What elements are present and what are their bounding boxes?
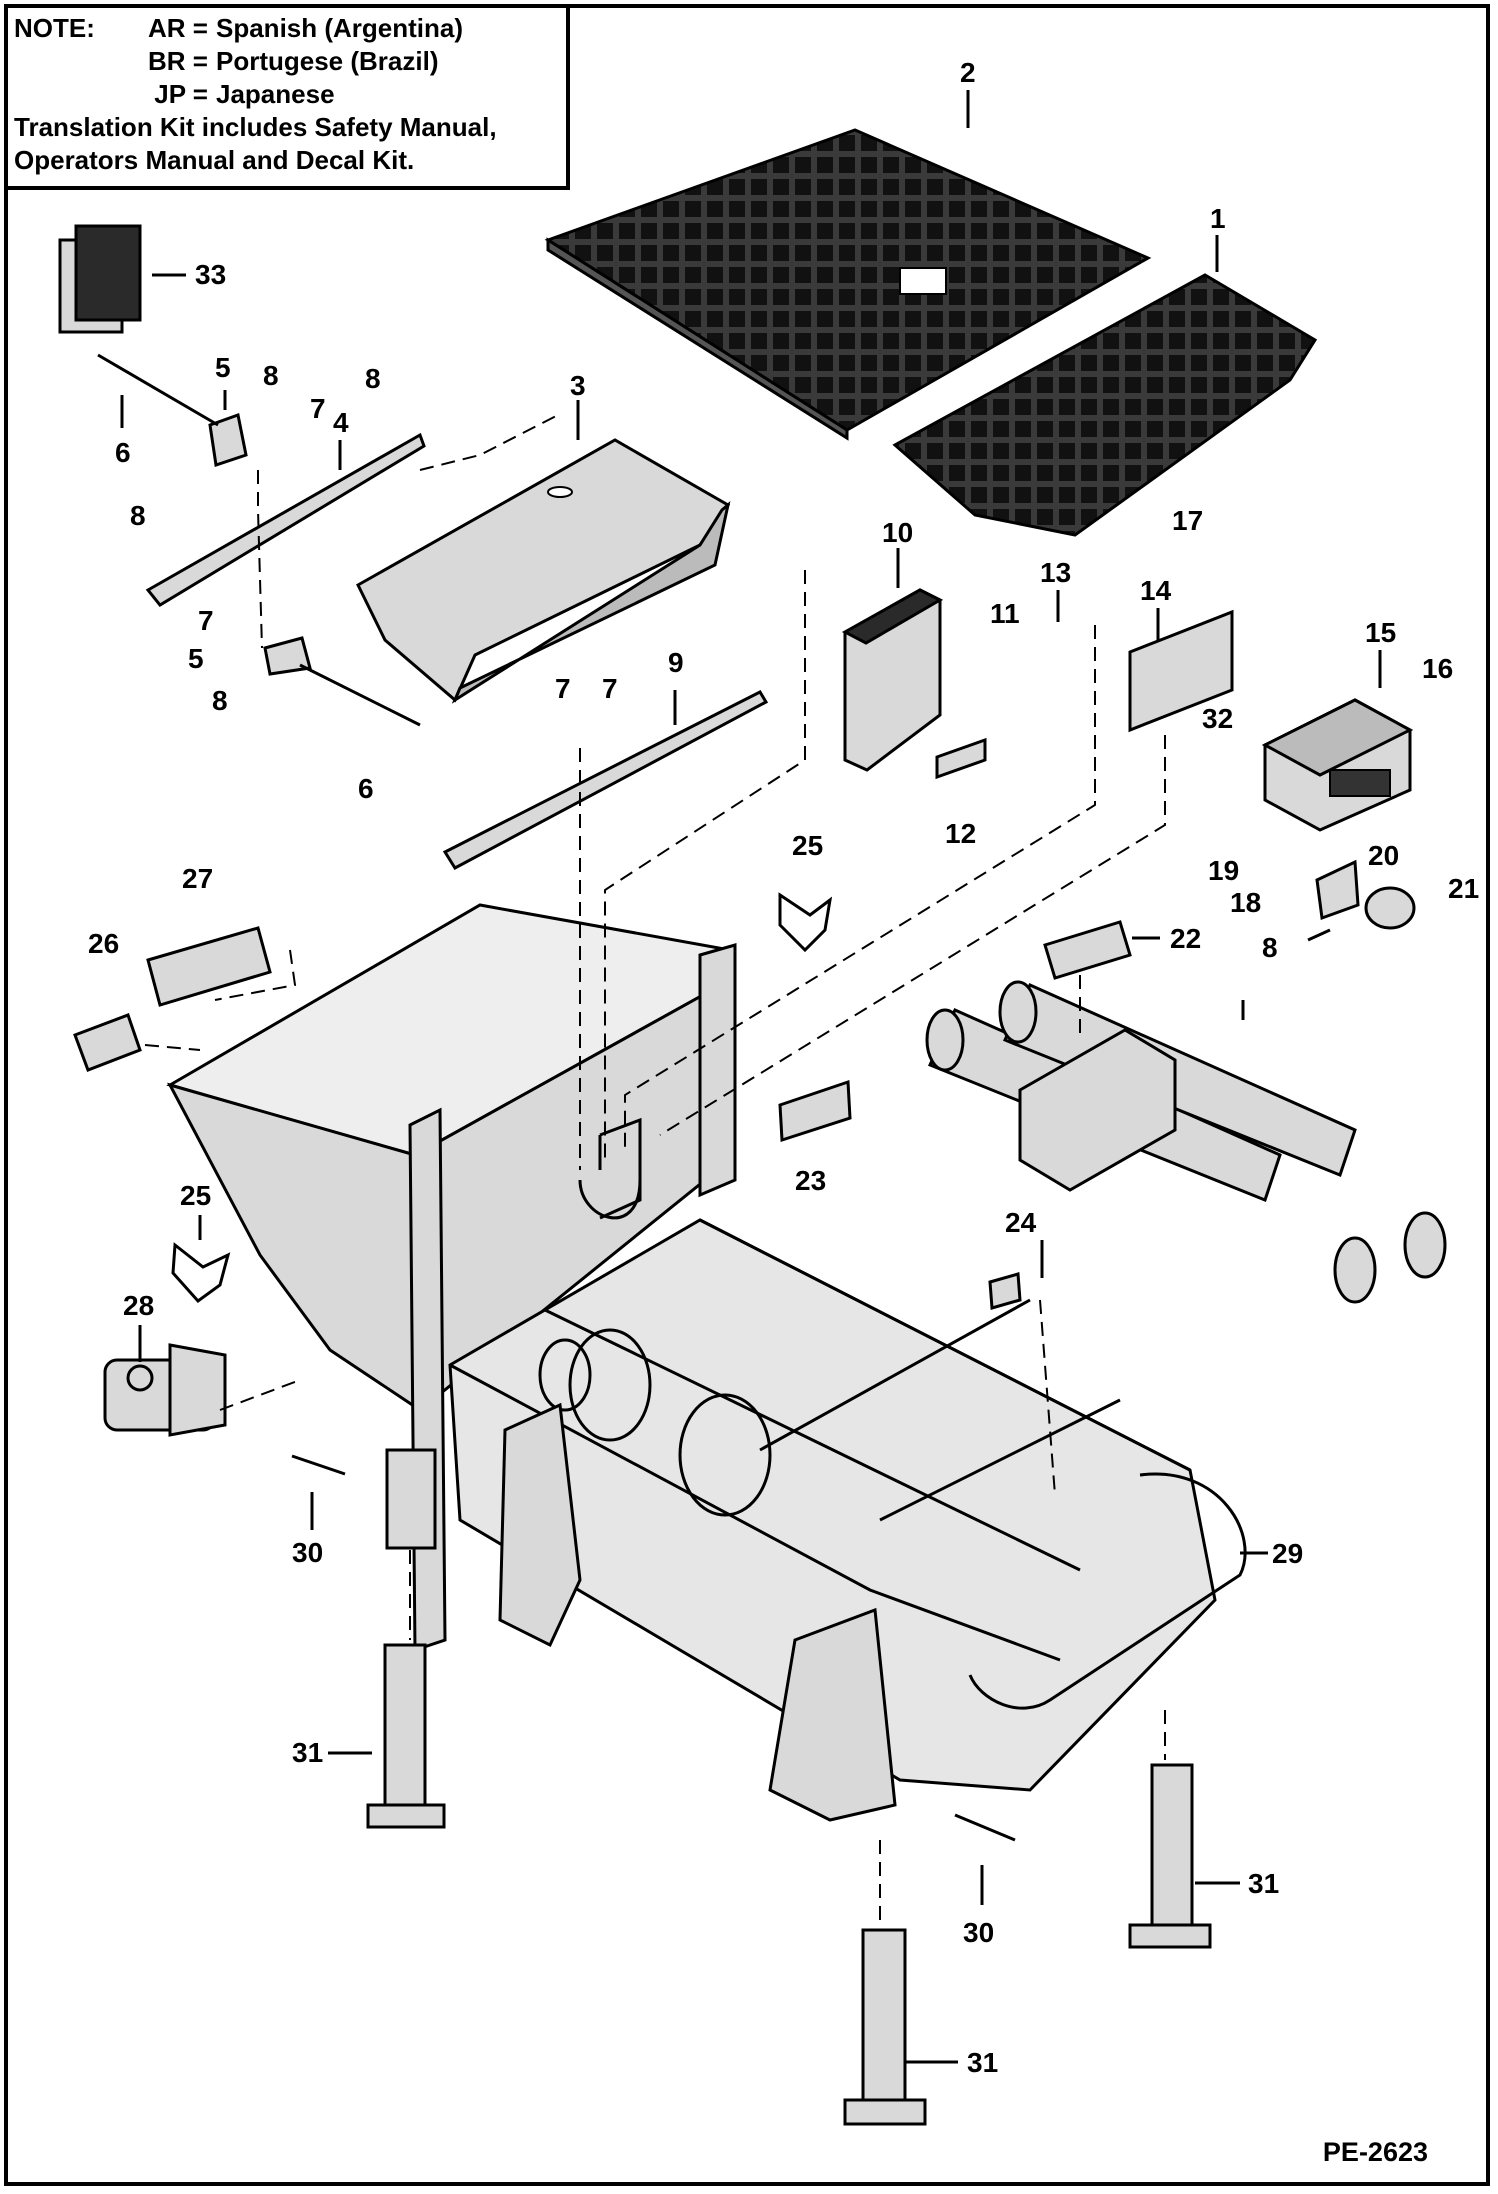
- callout: 7: [602, 673, 618, 704]
- jack-31-left: [366, 1643, 446, 1829]
- callout: 31: [1248, 1868, 1279, 1899]
- callout: 5: [215, 352, 231, 383]
- callout: 15: [1365, 617, 1396, 648]
- bar-9: [442, 690, 769, 870]
- callout: 8: [263, 360, 279, 391]
- jack-socket: [385, 1448, 437, 1550]
- plate-14: [1128, 609, 1234, 733]
- note-code: BR =: [148, 46, 208, 76]
- decal-22: [1043, 920, 1132, 980]
- callout: 18: [1230, 887, 1261, 918]
- control-box-15: [1261, 698, 1414, 832]
- callout: 5: [188, 643, 204, 674]
- cover-3: [356, 438, 731, 704]
- callout: 8: [365, 363, 381, 394]
- leader-lines: [120, 90, 1382, 1555]
- bracket-5-top: [208, 413, 248, 467]
- callout: 23: [795, 1165, 826, 1196]
- note-heading: NOTE:: [14, 13, 95, 43]
- callout: 11: [990, 598, 1020, 629]
- rod-6-bottom: [299, 663, 421, 727]
- jack-31-right: [1128, 1763, 1212, 1949]
- callout: 9: [668, 647, 684, 678]
- manual-kit: [58, 224, 142, 334]
- manual-holder-10: [841, 588, 944, 772]
- callout: 7: [310, 393, 326, 424]
- callout: 6: [358, 773, 374, 804]
- note-meaning: Spanish (Argentina): [216, 13, 464, 43]
- callout: 7: [198, 605, 214, 636]
- decal-27: [146, 926, 272, 1007]
- callout: 4: [333, 407, 349, 438]
- callout: 6: [115, 437, 131, 468]
- callout: 20: [1368, 840, 1399, 871]
- grate-panel-2: [544, 128, 1152, 441]
- callout: 30: [963, 1917, 994, 1948]
- diagram-border: [4, 4, 1490, 2186]
- bar-4: [145, 432, 426, 607]
- callout: 32: [1202, 703, 1233, 734]
- tag-25-top: [778, 892, 833, 953]
- note-meaning: Portugese (Brazil): [216, 46, 439, 76]
- hopper-body: [166, 903, 737, 1653]
- note-code: JP =: [154, 79, 208, 109]
- callout: 2: [960, 57, 976, 88]
- callout: 12: [945, 818, 976, 849]
- tag-25-bottom: [171, 1242, 231, 1304]
- callout: 17: [1172, 505, 1203, 536]
- callout: 16: [1422, 653, 1453, 684]
- motor-28: [103, 1343, 227, 1437]
- decal-24: [988, 1272, 1022, 1310]
- callout: 25: [792, 830, 823, 861]
- callout: 10: [882, 517, 913, 548]
- callout: 22: [1170, 923, 1201, 954]
- callout: 13: [1040, 557, 1071, 588]
- callout: 8: [1262, 932, 1278, 963]
- note-code: AR =: [148, 13, 208, 43]
- callout-leaders: [198, 928, 1331, 2064]
- note-box: NOTE: AR = Spanish (Argentina) BR = Portuge…: [4, 4, 570, 190]
- note-row-br: BR = Portugese (Brazil): [14, 45, 556, 78]
- step-grate-1: [892, 273, 1318, 537]
- figure-reference: PE-2623: [1322, 2137, 1428, 2167]
- note-row-ar: NOTE: AR = Spanish (Argentina): [14, 12, 556, 45]
- decal-23: [778, 1079, 852, 1143]
- callout: 24: [1005, 1207, 1037, 1238]
- callout: 8: [212, 685, 228, 716]
- callout: 1: [1210, 203, 1226, 234]
- frame-29: [448, 1218, 1247, 1822]
- decal-26: [73, 1013, 142, 1072]
- callout: 30: [292, 1537, 323, 1568]
- callout: 29: [1272, 1538, 1303, 1569]
- axle-assembly: [925, 980, 1447, 1304]
- rod-6-top: [97, 353, 219, 427]
- callout: 33: [195, 259, 226, 290]
- callout: 26: [88, 928, 119, 959]
- pin-30-right: [954, 1813, 1016, 1842]
- bracket-5-bottom: [263, 636, 312, 676]
- callout: 7: [555, 673, 571, 704]
- note-kit-line-1: Translation Kit includes Safety Manual,: [14, 112, 497, 142]
- callout: 8: [130, 500, 146, 531]
- callout: 31: [292, 1737, 323, 1768]
- gauge-21: [1364, 886, 1416, 930]
- callout: 31: [967, 2047, 998, 2078]
- note-row-jp: JP = Japanese: [14, 78, 556, 111]
- assembly-lines: [144, 414, 1166, 1925]
- callout: 3: [570, 370, 586, 401]
- callout: 27: [182, 863, 213, 894]
- note-meaning: Japanese: [216, 79, 335, 109]
- callout: 19: [1208, 855, 1239, 886]
- jack-31-bottom: [843, 1928, 927, 2126]
- callout: 21: [1448, 873, 1479, 904]
- decal-12: [935, 737, 987, 780]
- callout: 28: [123, 1290, 154, 1321]
- callout: 14: [1140, 575, 1172, 606]
- callouts: 33 5 8 8 7 4 3 2 1 6 8 7 5 8 7 7 9 6 10 …: [88, 57, 1479, 2078]
- callout: 25: [180, 1180, 211, 1211]
- note-kit-line-2: Operators Manual and Decal Kit.: [14, 145, 415, 175]
- pin-30-left: [291, 1454, 346, 1476]
- bracket-20: [1315, 859, 1360, 921]
